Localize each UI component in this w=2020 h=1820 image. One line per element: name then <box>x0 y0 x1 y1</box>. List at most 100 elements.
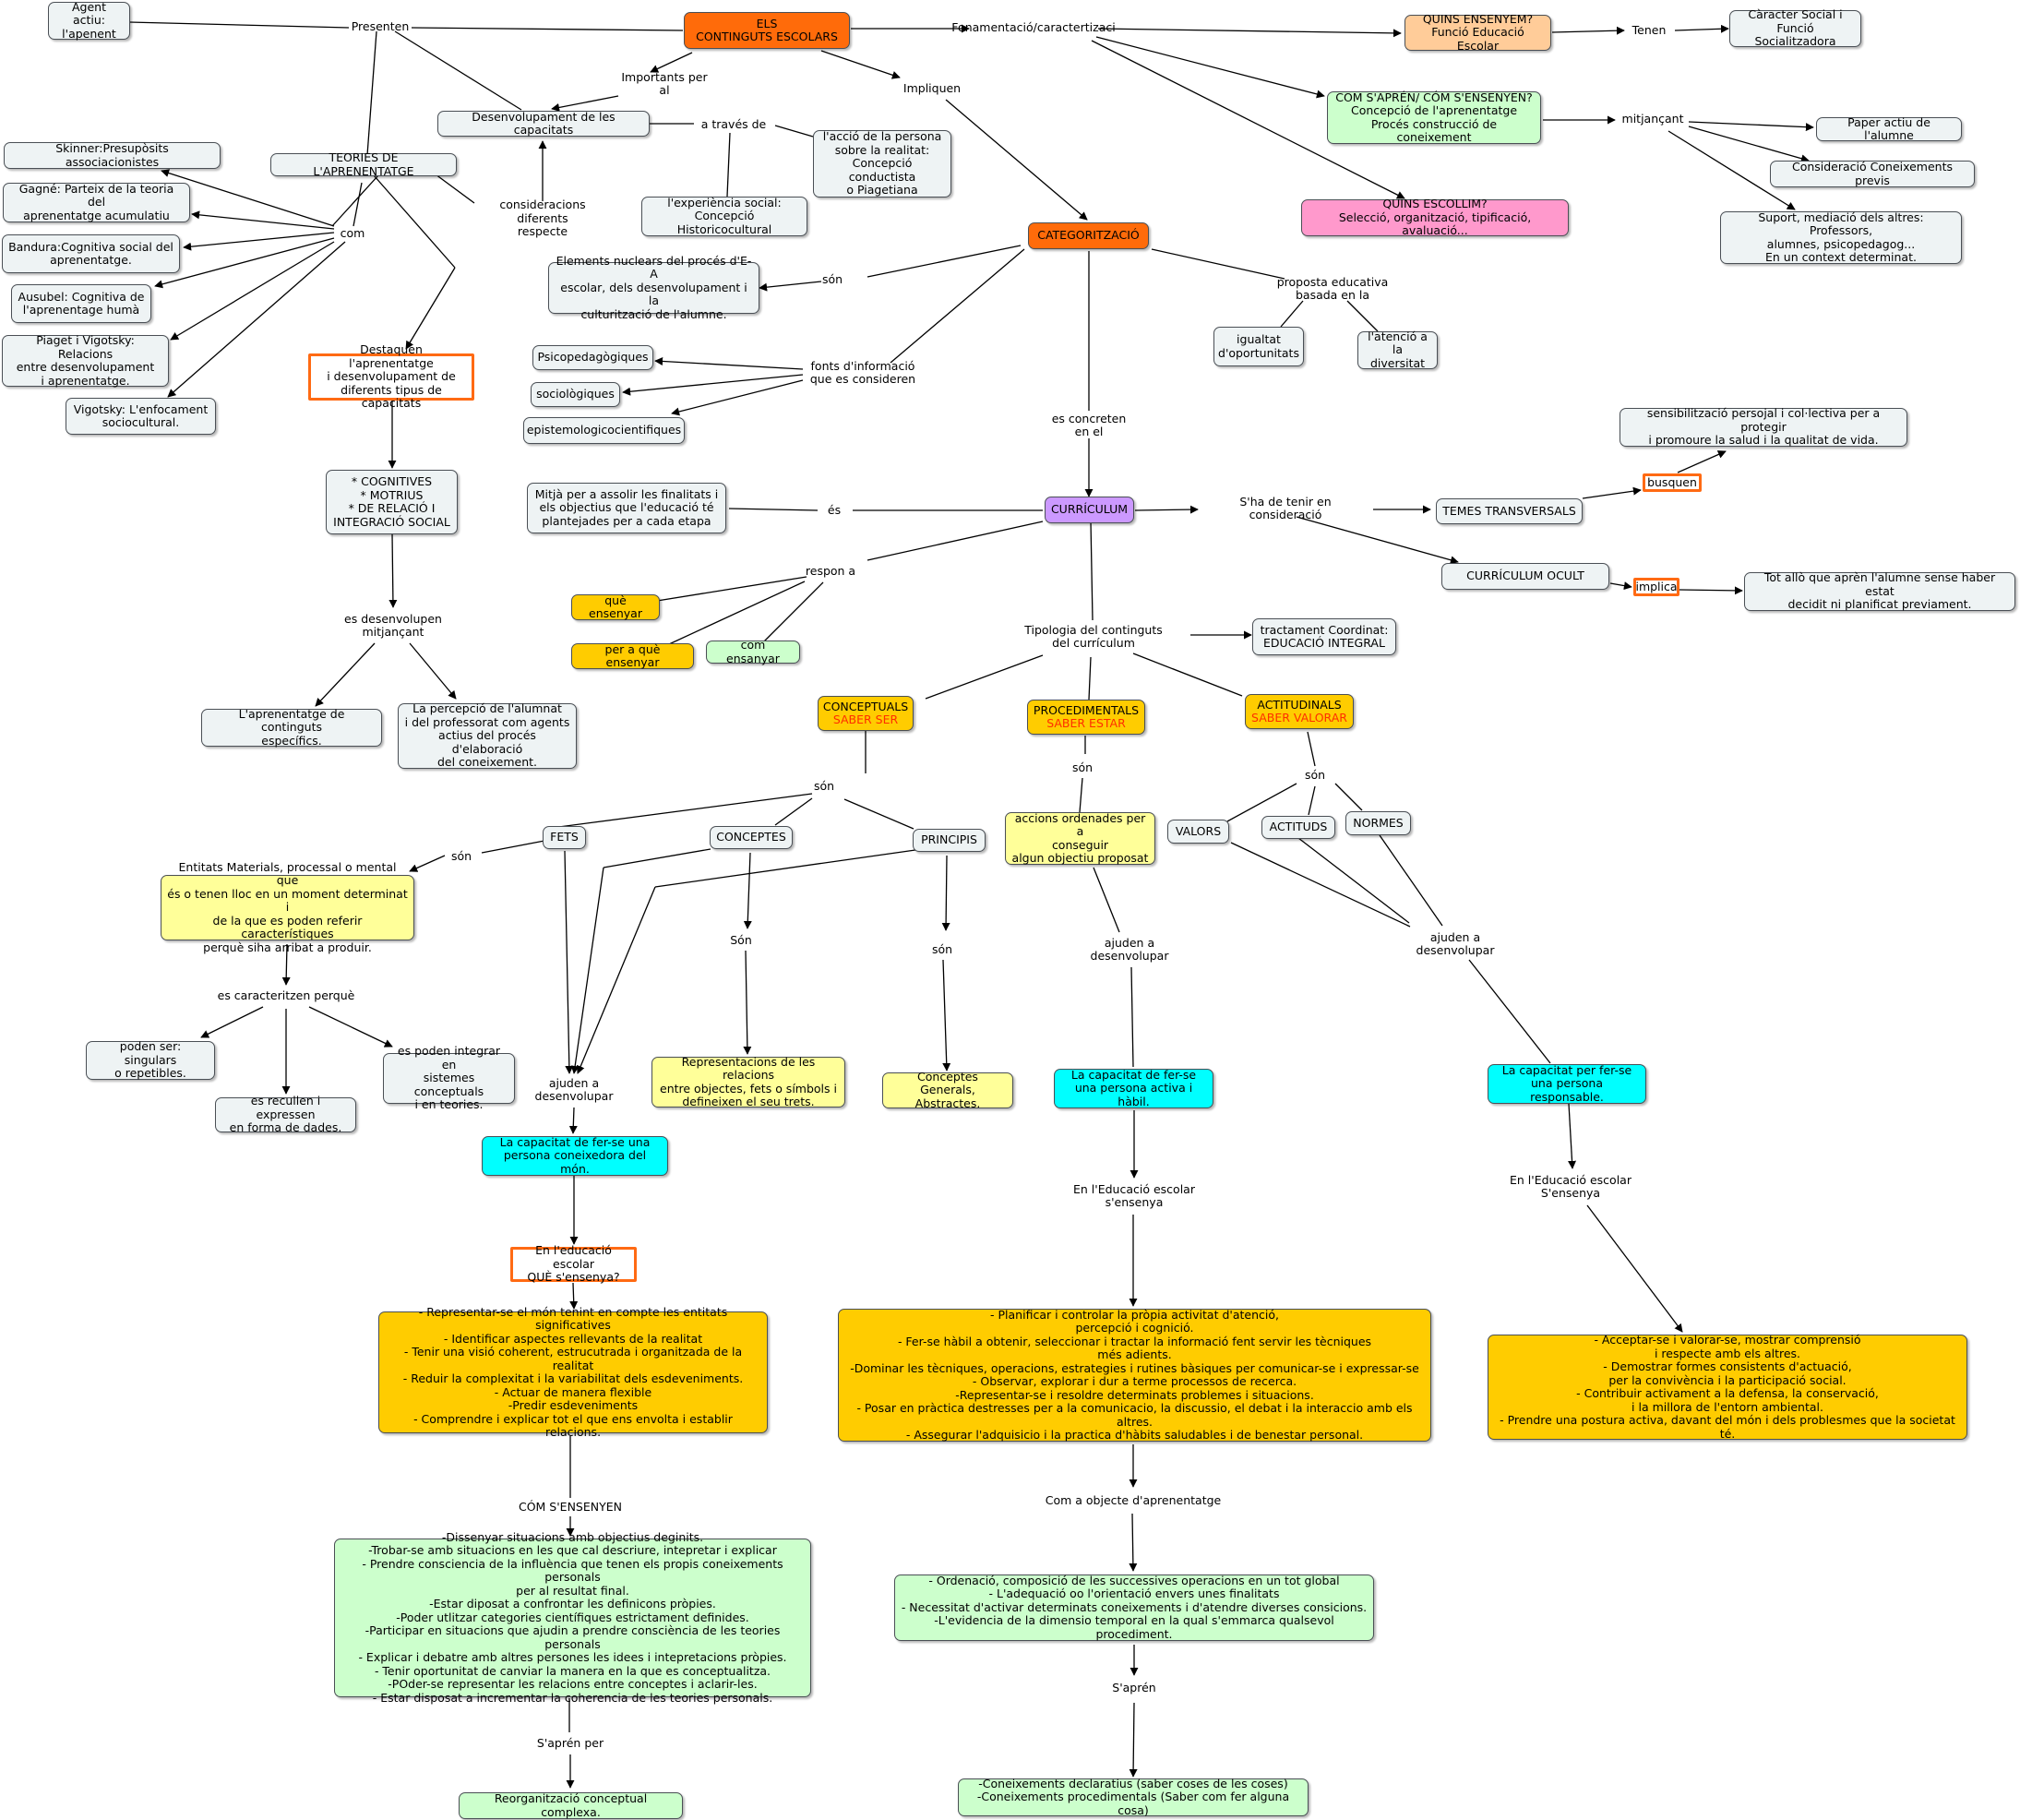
suport-mediacio-node[interactable]: Suport, mediació dels altres: Professors… <box>1720 210 1962 264</box>
actitudinals-title: ACTITUDINALS <box>1257 697 1342 712</box>
connector-lines <box>128 21 1814 1789</box>
integrar-node[interactable]: es poden integrar en sistemes conceptual… <box>383 1045 515 1111</box>
quins-ensenyem-node[interactable]: QUINS ENSENYEM? Funció Educació Escolar <box>1404 12 1551 53</box>
temes-transversals-node[interactable]: TEMES TRANSVERSALS <box>1436 498 1583 524</box>
es-concreten-label: es concreten en el <box>1051 411 1127 438</box>
actitudinals-subtitle: SABER VALORAR <box>1251 711 1347 724</box>
ajuden-actitudinals-label: ajuden a desenvolupar <box>1416 929 1495 957</box>
elements-nuclears-node[interactable]: Elements nuclears del procés d'E-A escol… <box>548 254 759 321</box>
els-continguts-node[interactable]: ELS CONTINGUTS ESCOLARS <box>684 12 850 49</box>
list-conceptuals-node[interactable]: - Representar-se el món tenint en compte… <box>378 1305 768 1439</box>
fets-node[interactable]: FETS <box>543 826 586 849</box>
proposta-educativa-label: proposta educativa basada en la <box>1276 274 1389 302</box>
sensibilitzacio-node[interactable]: sensibilització persojal i col·lectiva p… <box>1620 407 1907 447</box>
ausubel-node[interactable]: Ausubel: Cognitiva de l'aprenentage humà <box>11 284 151 323</box>
experiencia-social-node[interactable]: l'experiència social: Concepció Historic… <box>641 196 807 236</box>
sociologiques-node[interactable]: sociològiques <box>531 382 620 407</box>
respon-a-label: respon a <box>805 563 856 578</box>
teories-aprenentatge-node[interactable]: TEORIES DE L'APRENENTATGE <box>270 150 457 177</box>
capacitat-responsable-node[interactable]: La capacitat per fer-se una persona resp… <box>1488 1063 1646 1104</box>
cognitives-node[interactable]: * COGNITIVES * MOTRIUS * DE RELACIÓ I IN… <box>326 470 458 534</box>
busquen-node[interactable]: busquen <box>1643 473 1702 492</box>
curriculum-ocult-node[interactable]: CURRÍCULUM OCULT <box>1441 563 1609 590</box>
coneixements-declaratius-node[interactable]: -Coneixements declaratius (saber coses d… <box>958 1777 1309 1817</box>
valors-node[interactable]: VALORS <box>1167 820 1229 844</box>
categoritzacio-node[interactable]: CATEGORITZACIÓ <box>1028 222 1149 249</box>
piaget-vigotsky-node[interactable]: Piaget i Vigotsky: Relacions entre desen… <box>2 333 169 387</box>
es-desenvolupen-label: es desenvolupen mitjançant <box>344 611 442 639</box>
curriculum-node[interactable]: CURRÍCULUM <box>1045 497 1134 523</box>
fonamentacio-label: Fonamentació/caractertizaci <box>951 19 1116 34</box>
com-ensanyar-node[interactable]: com ensanyar <box>706 638 800 665</box>
ajuden-procedimentals-label: ajuden a desenvolupar <box>1090 935 1169 963</box>
son-fets-label: són <box>450 848 472 863</box>
son-actitudinals-label: són <box>1304 767 1326 782</box>
implica-node[interactable]: implica <box>1633 578 1679 596</box>
desenvolupament-capacitats-node[interactable]: Desenvolupament de les capacitats <box>437 110 650 137</box>
tot-allo-node[interactable]: Tot allò que aprèn l'alumne sense haber … <box>1744 571 2015 611</box>
normes-node[interactable]: NORMES <box>1345 811 1411 835</box>
capacitat-activa-node[interactable]: La capacitat de fer-se una persona activ… <box>1054 1068 1213 1108</box>
destaquen-node[interactable]: Destaquen l'aprenentatge i desenvolupame… <box>308 343 474 410</box>
com-sensenyen-label: CÓM S'ENSENYEN <box>518 1499 622 1514</box>
que-ensenyar-node[interactable]: què ensenyar <box>571 593 660 620</box>
recullen-node[interactable]: es recullen i expressen en forma de dade… <box>215 1095 356 1134</box>
capacitat-coneixedora-node[interactable]: La capacitat de fer-se una persona conei… <box>482 1135 668 1176</box>
tenen-label: Tenen <box>1632 22 1667 37</box>
tractament-coordinat-node[interactable]: tractament Coordinat: EDUCACIÓ INTEGRAL <box>1252 618 1396 655</box>
accio-persona-node[interactable]: l'acció de la persona sobre la realitat:… <box>813 130 951 198</box>
es-caracteritzen-label: es caracteritzen perquè <box>217 988 355 1002</box>
son-conceptes-label: Són <box>730 932 752 947</box>
singulars-node[interactable]: poden ser: singulars o repetibles. <box>86 1040 215 1080</box>
conceptes-node[interactable]: CONCEPTES <box>710 826 793 849</box>
aprenentatge-continguts-node[interactable]: L'aprenentatge de continguts específics. <box>201 707 382 748</box>
impliquen-label: Impliquen <box>902 80 962 95</box>
principis-node[interactable]: PRINCIPIS <box>913 829 986 852</box>
agent-actiu-node[interactable]: Agent actiu: l'apenent <box>48 0 130 41</box>
consideracio-previs-node[interactable]: Consideració Coneixements previs <box>1770 160 1975 187</box>
conceptuals-node[interactable]: CONCEPTUALS SABER SER <box>818 696 914 731</box>
epistemologicocientifiques-node[interactable]: epistemologicocientifiques <box>523 417 685 444</box>
es-label: és <box>827 502 842 517</box>
sha-de-tenir-label: S'ha de tenir en consideració <box>1239 494 1332 521</box>
actitudinals-node[interactable]: ACTITUDINALS SABER VALORAR <box>1245 694 1354 729</box>
vigotsky-node[interactable]: Vigotsky: L'enfocament sociocultural. <box>66 398 216 435</box>
son-elements-label: són <box>821 271 843 286</box>
quins-escollim-node[interactable]: QUINS ESCOLLIM? Selecció, organització, … <box>1301 198 1569 237</box>
skinner-node[interactable]: Skinner:Presupòsits associacionistes <box>4 141 221 169</box>
conceptuals-title: CONCEPTUALS <box>822 699 909 713</box>
importants-per-al-label: Importants per al <box>621 69 708 97</box>
representacions-node[interactable]: Representacions de les relacions entre o… <box>651 1055 845 1108</box>
per-a-que-ensenyar-node[interactable]: per a què ensenyar <box>571 642 694 669</box>
presenten-label: Presenten <box>351 18 410 33</box>
fonts-informacio-label: fonts d'informació que es consideren <box>809 358 916 386</box>
entitats-materials-node[interactable]: Entitats Materials, processal o mental q… <box>161 860 414 954</box>
sapren-procedimentals-label: S'aprén <box>1112 1680 1156 1694</box>
list-com-sensenyen-node[interactable]: -Dissenyar situacions amb objectius degi… <box>334 1530 811 1705</box>
son-conceptuals-label: són <box>813 778 835 793</box>
reorganitzacio-node[interactable]: Reorganització conceptual complexa. <box>459 1791 683 1819</box>
ajuden-conceptuals-label: ajuden a desenvolupar <box>534 1075 614 1103</box>
list-actitudinals-node[interactable]: - Acceptar-se i valorar-se, mostrar comp… <box>1488 1333 1967 1440</box>
com-apren-node[interactable]: COM S'APRÉN/ CÓM S'ENSENYEN? Concepció d… <box>1327 90 1541 144</box>
igualtat-oportunitats-node[interactable]: igualtat d'oportunitats <box>1213 327 1304 366</box>
bandura-node[interactable]: Bandura:Cognitiva social del aprenentatg… <box>2 234 180 273</box>
caracter-social-node[interactable]: Càracter Social i Funció Socialitzadora <box>1729 8 1861 48</box>
conceptes-generals-node[interactable]: Conceptes Generals, Abstractes. <box>882 1070 1013 1110</box>
paper-actiu-node[interactable]: Paper actiu de l'alumne <box>1816 115 1962 142</box>
mitja-finalitats-node[interactable]: Mitjà per a assolir les finalitats i els… <box>527 483 726 533</box>
atencio-diversitat-node[interactable]: l'atenció a la diversitat <box>1357 329 1438 370</box>
procedimentals-node[interactable]: PROCEDIMENTALS SABER ESTAR <box>1027 700 1145 735</box>
conceptuals-subtitle: SABER SER <box>832 712 899 726</box>
percepcio-alumnat-node[interactable]: La percepció de l'alumnat i del professo… <box>398 702 577 769</box>
procedimentals-subtitle: SABER ESTAR <box>1046 716 1126 730</box>
list-procedimentals-node[interactable]: - Planificar i controlar la pròpia activ… <box>838 1308 1431 1442</box>
gagne-node[interactable]: Gagné: Parteix de la teoria del aprenent… <box>3 182 190 222</box>
psicopedagogiques-node[interactable]: Psicopedagògiques <box>532 345 653 370</box>
list-objecte-node[interactable]: - Ordenació, composició de les successiv… <box>894 1574 1374 1641</box>
que-sensenya-node[interactable]: En l'educació escolar QUÈ s'ensenya? <box>510 1244 637 1284</box>
actituds-node[interactable]: ACTITUDS <box>1261 816 1335 839</box>
accions-ordenades-node[interactable]: accions ordenades per a conseguir algun … <box>1005 811 1155 865</box>
